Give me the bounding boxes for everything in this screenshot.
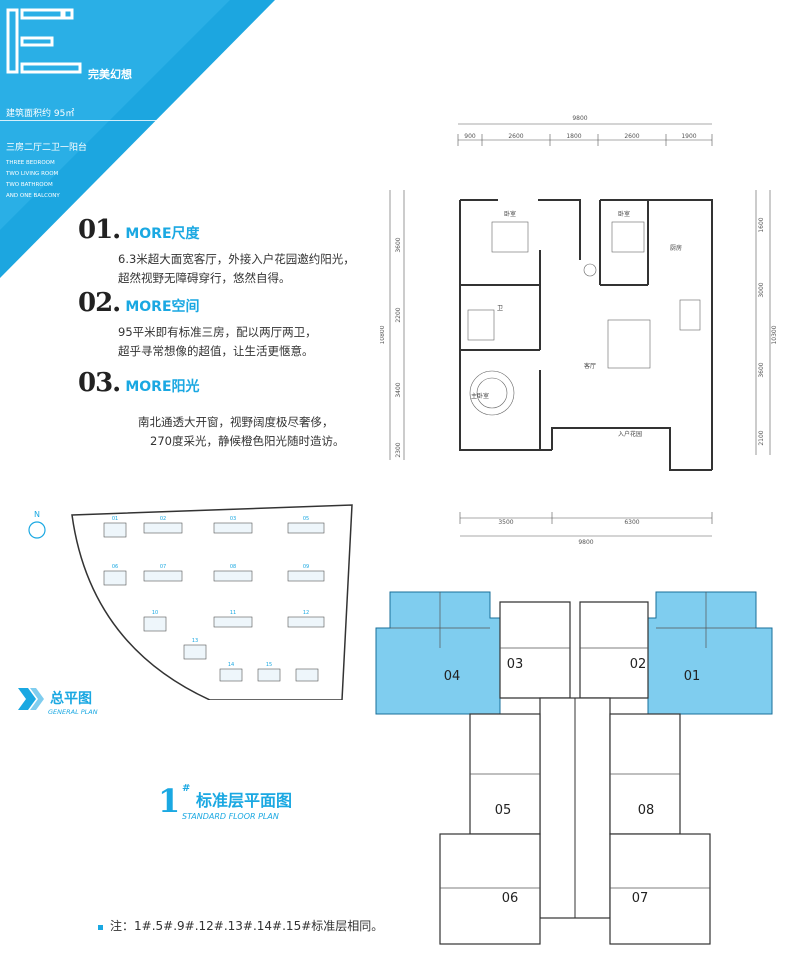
svg-text:08: 08 <box>638 803 655 818</box>
floor-plan-title-en: STANDARD FLOOR PLAN <box>182 812 279 821</box>
svg-text:3600: 3600 <box>395 237 402 252</box>
unit-floor-plan: 9800 900 2600 1800 2600 1900 10800 3600 … <box>380 115 778 546</box>
svg-text:05: 05 <box>495 803 512 818</box>
svg-text:04: 04 <box>444 669 461 684</box>
general-plan-title: 总平图 <box>50 691 92 707</box>
svg-text:11: 11 <box>230 610 236 616</box>
feature-1: 01. MORE尺度 <box>78 215 200 245</box>
svg-text:3000: 3000 <box>758 282 765 297</box>
svg-text:03: 03 <box>507 657 524 672</box>
feature-1-body: 6.3米超大面宽客厅，外接入户花园邀约阳光， 超然视野无障碍穿行，悠然自得。 <box>118 252 355 285</box>
chevron-right-icon <box>18 688 44 710</box>
svg-text:07: 07 <box>160 564 166 570</box>
floor-plan-mark: # <box>182 783 191 794</box>
bullet-icon <box>98 922 108 932</box>
svg-text:9800: 9800 <box>578 539 593 546</box>
site-plan: N 01 02 03 05 06 07 08 09 10 11 12 13 14… <box>28 504 353 700</box>
svg-text:05: 05 <box>303 516 309 522</box>
svg-text:09: 09 <box>303 564 309 570</box>
svg-text:01: 01 <box>112 516 118 522</box>
svg-text:卧室: 卧室 <box>618 210 630 218</box>
svg-text:06: 06 <box>112 564 118 570</box>
feature-2-body: 95平米即有标准三房，配以两厅两卫， 超乎寻常想像的超值，让生活更惬意。 <box>118 325 317 358</box>
svg-text:01: 01 <box>684 669 701 684</box>
svg-text:卫: 卫 <box>497 305 503 312</box>
svg-text:2200: 2200 <box>395 307 402 322</box>
svg-text:3600: 3600 <box>758 362 765 377</box>
layout-en: THREE BEDROOM TWO LIVING ROOM TWO BATHRO… <box>6 160 60 199</box>
svg-text:3400: 3400 <box>395 382 402 397</box>
svg-text:卧室: 卧室 <box>504 210 516 218</box>
svg-text:入户花园: 入户花园 <box>618 430 642 438</box>
svg-text:02: 02 <box>630 657 647 672</box>
brand-name: 完美幻想 <box>88 68 132 81</box>
svg-text:10800: 10800 <box>380 325 386 344</box>
svg-text:07: 07 <box>632 891 649 906</box>
svg-text:6300: 6300 <box>624 519 639 526</box>
svg-text:2300: 2300 <box>395 442 402 457</box>
svg-text:厨房: 厨房 <box>670 244 682 252</box>
svg-text:13: 13 <box>192 638 198 644</box>
svg-text:06: 06 <box>502 891 519 906</box>
standard-floor-plan: 04 03 02 01 05 08 06 07 <box>375 591 773 945</box>
svg-text:15: 15 <box>266 662 272 668</box>
svg-text:08: 08 <box>230 564 236 570</box>
floor-plan-title: 标准层平面图 <box>196 791 293 810</box>
svg-text:2600: 2600 <box>624 133 639 140</box>
svg-text:10300: 10300 <box>771 325 778 344</box>
feature-3-body: 南北通透大开窗，视野阔度极尽奢侈， 270度采光，静候橙色阳光随时造访。 <box>138 415 345 448</box>
floor-plan-number: 1 <box>158 782 181 820</box>
svg-text:N: N <box>34 510 40 519</box>
svg-text:主卧室: 主卧室 <box>471 392 489 400</box>
feature-2: 02. MORE空间 <box>78 288 200 318</box>
svg-text:10: 10 <box>152 610 158 616</box>
svg-text:02: 02 <box>160 516 166 522</box>
divider <box>0 120 170 121</box>
svg-text:客厅: 客厅 <box>584 362 596 370</box>
svg-text:1600: 1600 <box>758 217 765 232</box>
svg-text:2600: 2600 <box>508 133 523 140</box>
svg-text:3500: 3500 <box>498 519 513 526</box>
svg-text:2100: 2100 <box>758 430 765 445</box>
north-arrow-icon: N <box>28 510 46 539</box>
svg-text:03: 03 <box>230 516 236 522</box>
general-plan-title-en: GENERAL PLAN <box>48 708 98 716</box>
svg-text:14: 14 <box>228 662 234 668</box>
area-label: 建筑面积约 95㎡ <box>6 109 75 119</box>
note-text: 注：1#.5#.9#.12#.13#.14#.15#标准层相同。 <box>110 919 384 933</box>
svg-text:9800: 9800 <box>572 115 587 122</box>
layout-cn: 三房二厅二卫一阳台 <box>6 143 88 153</box>
svg-text:1900: 1900 <box>681 133 696 140</box>
svg-text:900: 900 <box>464 133 476 140</box>
svg-text:1800: 1800 <box>566 133 581 140</box>
logo-icon <box>6 8 82 74</box>
svg-text:12: 12 <box>303 610 309 616</box>
feature-3: 03. MORE阳光 <box>78 368 200 398</box>
